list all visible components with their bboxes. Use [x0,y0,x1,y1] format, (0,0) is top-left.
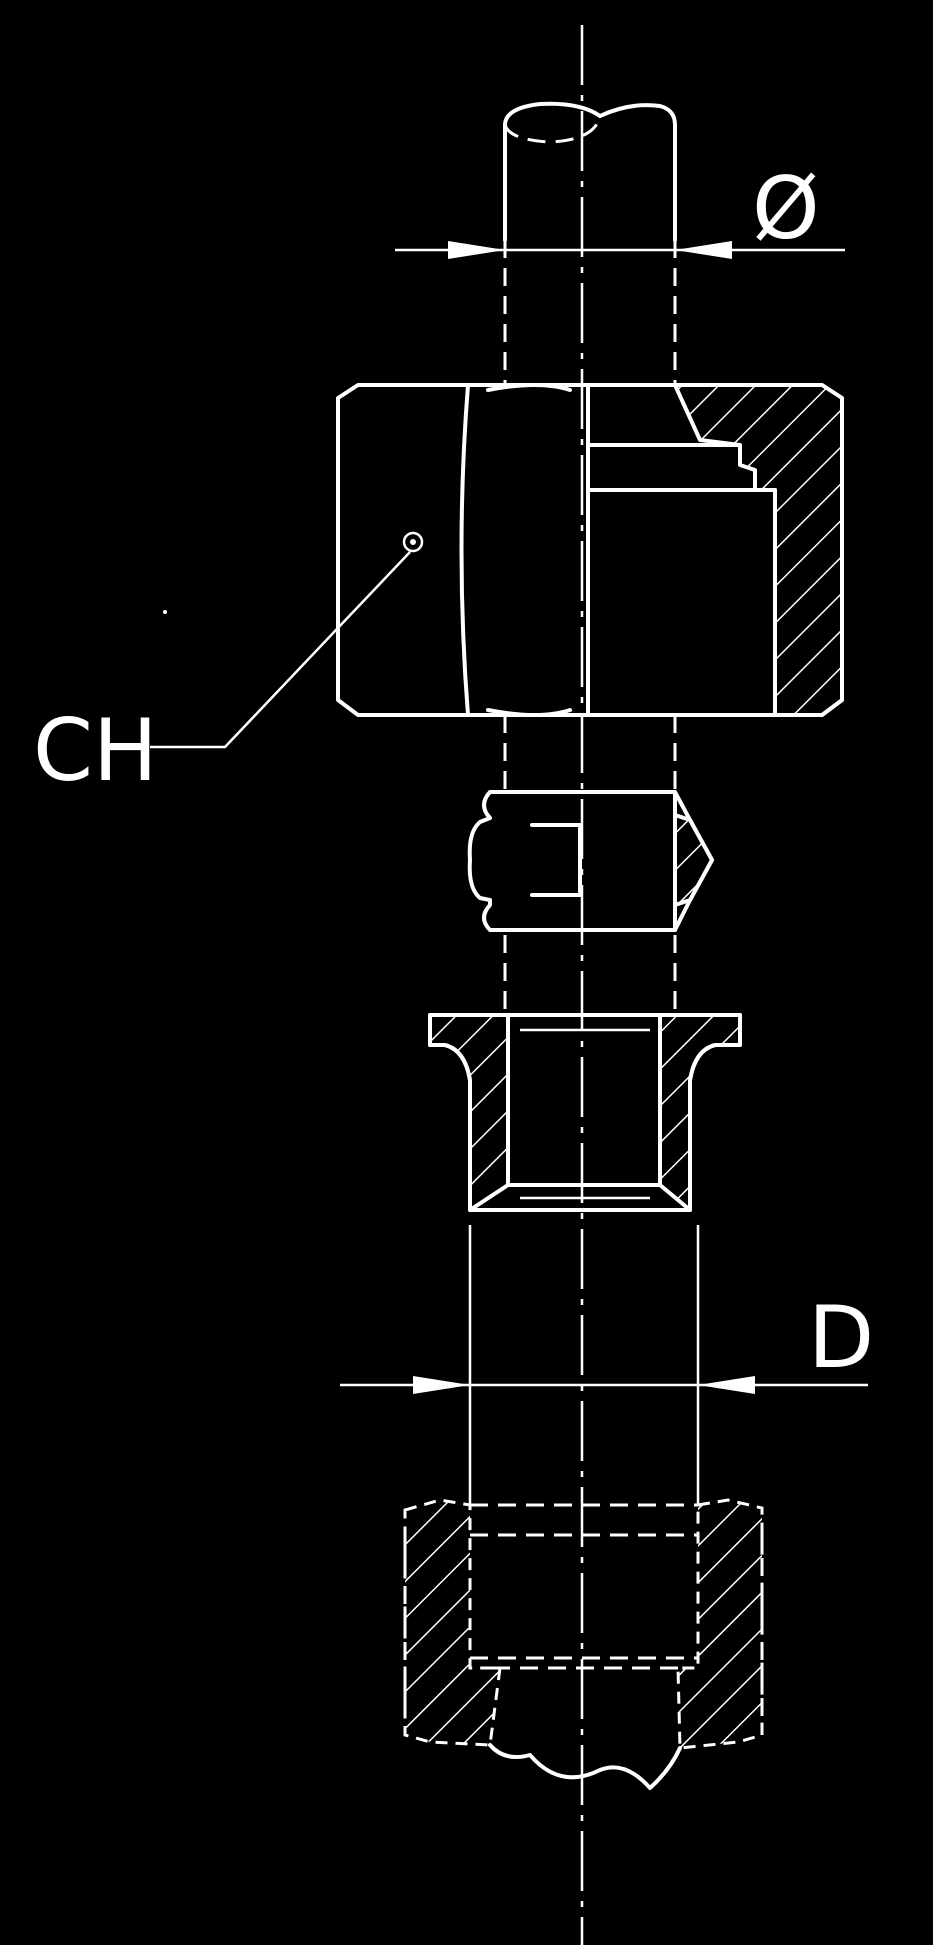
wrench-size-callout: CH [33,551,411,801]
stray-dot [163,610,167,614]
hex-nut [336,383,844,717]
thread-diameter-label: D [808,1288,874,1388]
threaded-port [403,1498,764,1790]
body-sleeve [428,1013,742,1212]
wrench-size-label: CH [33,701,158,801]
tube-diameter-label: Ø [752,159,820,259]
ferrule [467,790,714,932]
tube [503,101,677,1015]
thread-diameter-dimension: D [340,1288,874,1394]
tube-diameter-dimension: Ø [395,159,845,259]
